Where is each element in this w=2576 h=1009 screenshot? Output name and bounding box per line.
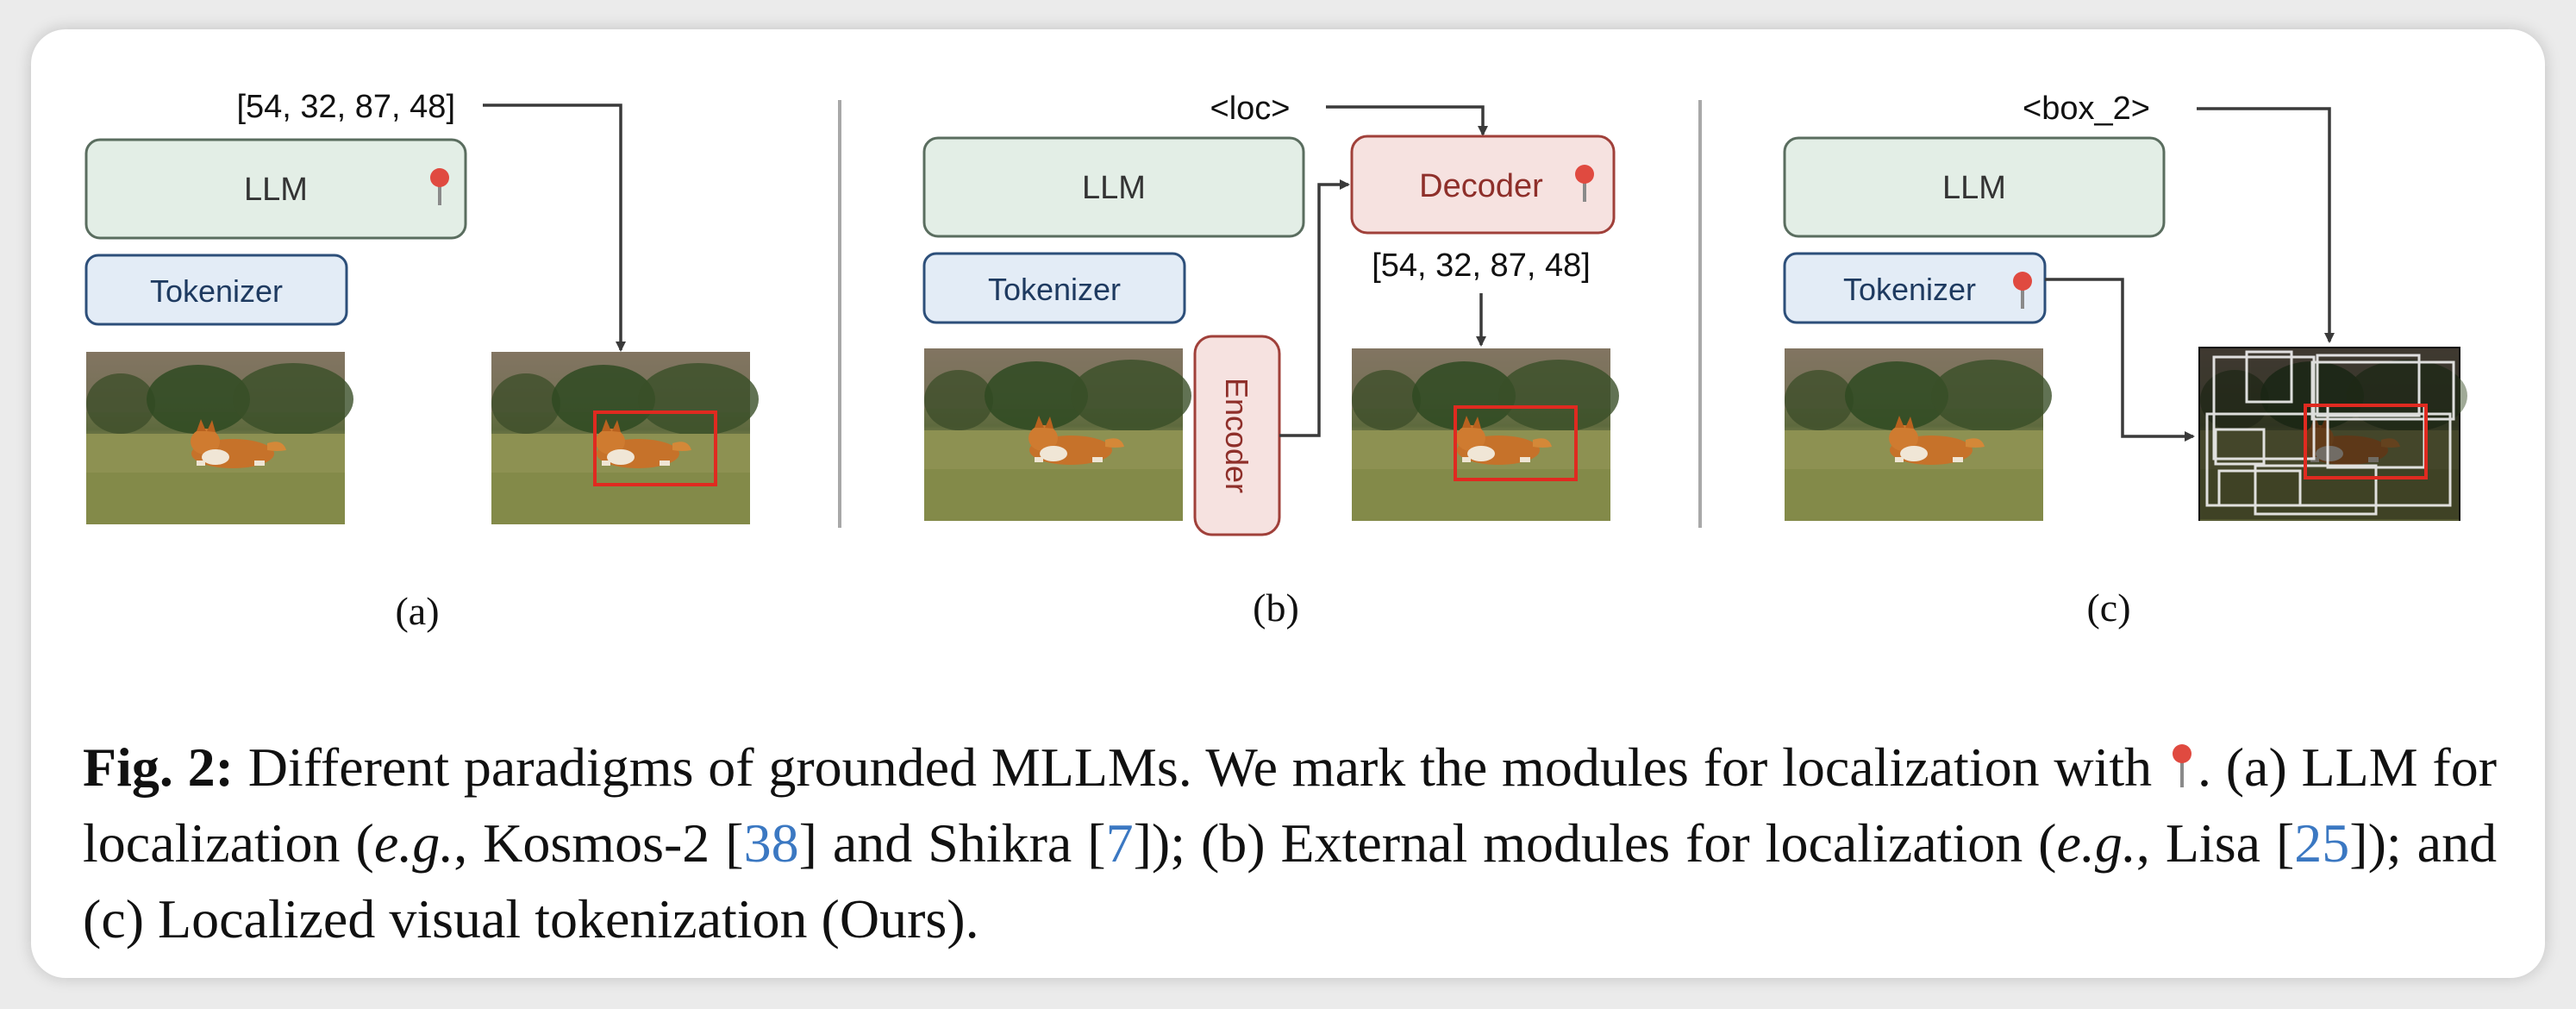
panel-c-tokenizer-box xyxy=(1783,252,2047,324)
panel-a-llm-label: LLM xyxy=(244,172,308,208)
panel-b-encoder-label: Encoder xyxy=(1219,378,1254,493)
panel-a-llm-box xyxy=(84,138,467,240)
panel-a-arrow xyxy=(483,103,626,352)
caption-ref-38[interactable]: 38 xyxy=(743,812,799,874)
caption-text-3: , Kosmos-2 [ xyxy=(453,812,744,874)
panel-b-llm-label: LLM xyxy=(1082,170,1146,206)
panel-b-llm-box xyxy=(922,136,1305,238)
panel-b-loc-token: <loc> xyxy=(1210,91,1291,127)
panel-c-tokenizer-label: Tokenizer xyxy=(1843,272,1976,307)
panel-c-tokenizer-arrow xyxy=(2045,278,2195,442)
panel-b-label: (b) xyxy=(1253,586,1299,630)
panel-b-bbox-text: [54, 32, 87, 48] xyxy=(1372,248,1591,284)
caption-text-4: ] and Shikra [ xyxy=(798,812,1106,874)
caption-text-1: Different paradigms of grounded MLLMs. W… xyxy=(233,736,2166,798)
panel-c-box-token: <box_2> xyxy=(2023,91,2150,127)
panel-a-output-image xyxy=(491,352,759,524)
panel-c: <box_2> LLM Tokenizer (c) xyxy=(1783,91,2467,630)
caption-text-2: . (a) LLM for localization ( xyxy=(83,736,2498,874)
caption-eg-2: e.g. xyxy=(2056,812,2136,874)
panel-b-input-image xyxy=(924,348,1191,521)
panel-b-tokenizer-box xyxy=(922,252,1186,324)
panel-c-tokenized-image xyxy=(2198,347,2467,521)
panel-b-red-bbox xyxy=(1454,405,1578,481)
panel-b-decoder-box xyxy=(1350,135,1616,235)
panel-c-red-bbox xyxy=(2304,404,2428,479)
panel-b-output-image xyxy=(1352,348,1619,521)
panel-a: [54, 32, 87, 48] LLM Tokenizer (a) xyxy=(84,89,759,633)
panel-a-tokenizer-box xyxy=(84,254,348,326)
caption-text-6: , Lisa [ xyxy=(2135,812,2295,874)
caption-ref-7[interactable]: 7 xyxy=(1105,812,1134,874)
panel-c-llm-box xyxy=(1783,136,2166,238)
panel-c-input-image xyxy=(1785,348,2052,521)
panel-a-bbox-text: [54, 32, 87, 48] xyxy=(236,89,455,125)
figure-caption: Fig. 2: Different paradigms of grounded … xyxy=(83,730,2497,957)
panel-a-red-bbox xyxy=(593,410,717,486)
figure-diagram: [54, 32, 87, 48] LLM Tokenizer (a) <loc>… xyxy=(84,89,2467,633)
panel-b: <loc> LLM Tokenizer Decoder [54, 32, 87,… xyxy=(922,91,1619,630)
panel-b-encoder-arrow xyxy=(1279,179,1350,437)
panel-a-input-image xyxy=(86,352,353,524)
panel-b-loc-arrow xyxy=(1326,105,1488,136)
caption-text-7: ]); and (c) Localized visual tokenizatio… xyxy=(83,812,2498,949)
panel-a-tokenizer-label: Tokenizer xyxy=(150,273,283,309)
panel-b-decoder-label: Decoder xyxy=(1419,168,1543,204)
caption-text-5: ]); (b) External modules for localizatio… xyxy=(1133,812,2057,874)
caption-fig-label: Fig. 2: xyxy=(83,736,234,798)
inline-pin-icon xyxy=(2172,744,2191,787)
panel-c-label: (c) xyxy=(2086,586,2130,630)
panel-c-llm-label: LLM xyxy=(1942,170,2006,206)
panel-b-tokenizer-label: Tokenizer xyxy=(988,272,1121,307)
caption-ref-25[interactable]: 25 xyxy=(2294,812,2350,874)
panel-a-label: (a) xyxy=(395,589,439,633)
caption-eg-1: e.g. xyxy=(373,812,454,874)
panel-c-token-arrow xyxy=(2197,107,2335,343)
